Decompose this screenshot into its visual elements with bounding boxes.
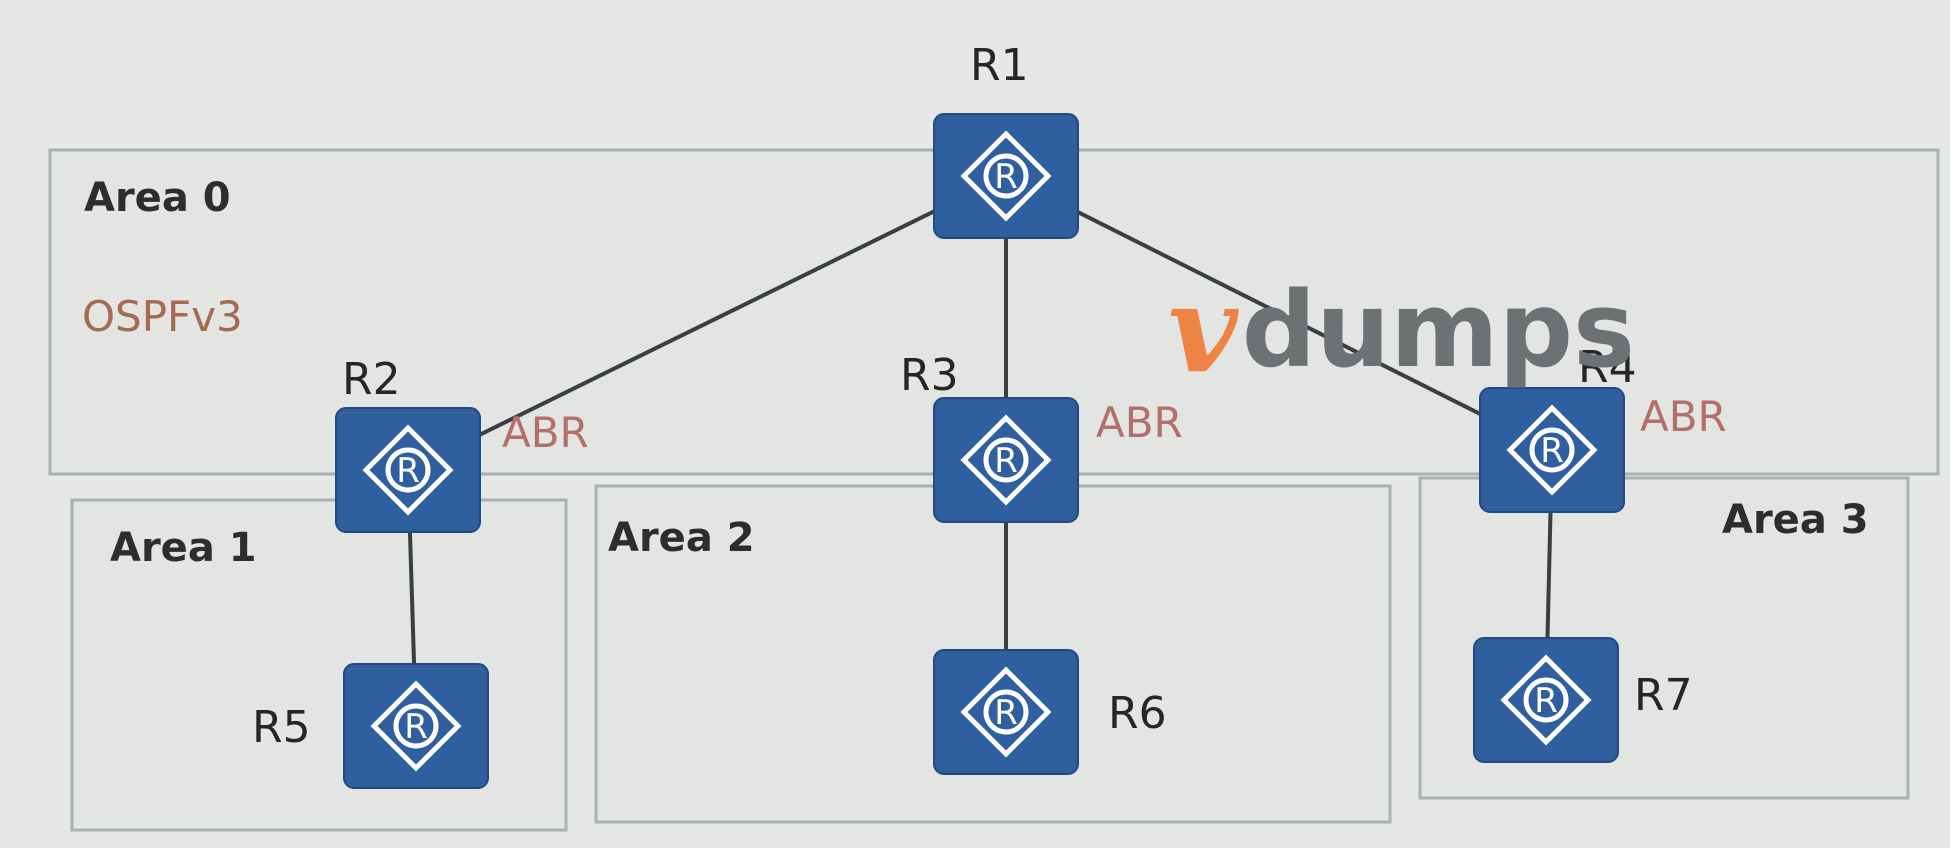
router-r4-role-label: ABR [1640, 392, 1727, 441]
area-1-label: Area 1 [110, 525, 257, 571]
router-circle-icon [385, 447, 431, 493]
router-r7-icon: R [1473, 637, 1619, 763]
router-r-glyph: R [396, 451, 420, 491]
router-circle-icon [1529, 427, 1575, 473]
router-r-glyph: R [994, 693, 1018, 733]
area-3-label: Area 3 [1722, 497, 1869, 543]
router-r6-icon: R [933, 649, 1079, 775]
vdumps-watermark-logo: v dumps [1168, 270, 1635, 390]
router-r5-label: R5 [252, 702, 311, 753]
router-r-glyph: R [404, 707, 428, 747]
router-r3-icon: R [933, 397, 1079, 523]
router-r6-label: R6 [1108, 688, 1167, 739]
link-r1-r4 [1005, 174, 1553, 452]
router-body [1479, 387, 1625, 513]
router-r4-icon: R [1479, 387, 1625, 513]
router-r1-icon: R [933, 113, 1079, 239]
router-body [933, 113, 1079, 239]
router-diamond-icon [362, 424, 454, 516]
router-r4-label: R4 [1578, 342, 1637, 393]
router-r2-icon: R [335, 407, 481, 533]
router-circle-icon [983, 153, 1029, 199]
router-r-glyph: R [994, 157, 1018, 197]
router-r5-icon: R [343, 663, 489, 789]
router-r3-role-label: ABR [1096, 398, 1183, 447]
router-circle-icon [1523, 677, 1569, 723]
router-r1-label: R1 [970, 40, 1029, 91]
router-circle-icon [983, 437, 1029, 483]
router-r3-label: R3 [900, 350, 959, 401]
protocol-label: OSPFv3 [82, 292, 243, 341]
router-diamond-icon [370, 680, 462, 772]
router-r-glyph: R [994, 441, 1018, 481]
router-r-glyph: R [1540, 431, 1564, 471]
router-diamond-icon [960, 130, 1052, 222]
router-body [933, 649, 1079, 775]
link-r1-r2 [407, 174, 1007, 472]
router-r7-label: R7 [1634, 670, 1693, 721]
router-r-glyph: R [1534, 681, 1558, 721]
router-body [1473, 637, 1619, 763]
router-diamond-icon [1500, 654, 1592, 746]
router-diamond-icon [960, 666, 1052, 758]
router-diamond-icon [960, 414, 1052, 506]
router-body [933, 397, 1079, 523]
area-2-label: Area 2 [608, 515, 755, 561]
router-r2-label: R2 [342, 354, 401, 405]
logo-wordmark: dumps [1241, 269, 1635, 391]
router-circle-icon [393, 703, 439, 749]
router-r2-role-label: ABR [502, 408, 589, 457]
router-diamond-icon [1506, 404, 1598, 496]
router-circle-icon [983, 689, 1029, 735]
router-body [335, 407, 481, 533]
router-body [343, 663, 489, 789]
area-0-label: Area 0 [84, 175, 231, 221]
logo-initial: v [1168, 259, 1238, 400]
